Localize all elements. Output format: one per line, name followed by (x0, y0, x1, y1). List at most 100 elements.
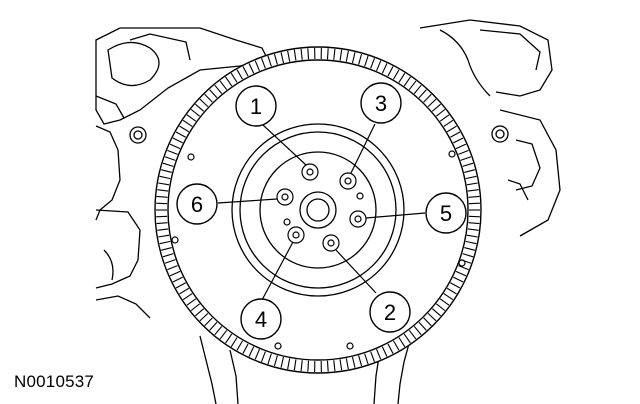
gear-tooth (182, 293, 193, 301)
flywheel-inner-rings (231, 123, 405, 297)
gear-tooth (280, 52, 285, 64)
gear-tooth (261, 351, 266, 363)
gear-tooth (465, 175, 477, 180)
gear-tooth (339, 49, 343, 61)
flywheel-holes (171, 150, 466, 350)
bolt-5 (349, 210, 367, 228)
gear-tooth (364, 353, 369, 365)
gear-tooth (164, 259, 176, 264)
gear-tooth (195, 103, 205, 112)
svg-text:1: 1 (250, 94, 262, 119)
gear-tooth (465, 240, 477, 245)
gear-tooth (468, 195, 480, 198)
gear-tooth (358, 355, 363, 367)
gear-tooth (230, 337, 238, 348)
gear-tooth (326, 360, 329, 372)
gear-tooth (466, 234, 478, 238)
gear-tooth (468, 222, 480, 225)
callout-2: 2 (369, 291, 411, 333)
gear-tooth (267, 353, 272, 365)
gear-tooth (242, 66, 249, 77)
bolt-1 (301, 163, 319, 181)
callout-6: 6 (176, 183, 218, 225)
gear-tooth (345, 358, 349, 370)
gear-tooth (408, 80, 417, 91)
gear-tooth (195, 308, 205, 317)
gear-tooth (157, 189, 169, 192)
gear-tooth (190, 303, 201, 312)
gear-tooth (159, 240, 171, 245)
gear-tooth (159, 175, 171, 180)
gear-tooth (351, 52, 356, 64)
gear-tooth (464, 247, 476, 251)
gear-tooth (169, 270, 181, 277)
gear-tooth (370, 57, 375, 69)
gear-tooth (358, 53, 363, 65)
gear-tooth (287, 50, 291, 62)
gear-tooth (261, 57, 266, 69)
gear-tooth (408, 329, 417, 340)
bolt-4 (287, 226, 305, 244)
gear-tooth (393, 69, 400, 80)
gear-tooth (307, 360, 310, 372)
gear-tooth (458, 149, 469, 155)
gear-tooth (273, 355, 278, 367)
gear-tooth (186, 114, 197, 122)
svg-text:3: 3 (375, 91, 387, 116)
gear-tooth (158, 182, 170, 186)
flywheel-bolts (276, 163, 367, 252)
bolt-6 (276, 188, 294, 206)
gear-tooth (172, 137, 183, 144)
gear-tooth (182, 119, 193, 127)
gear-tooth (300, 48, 303, 60)
gear-tooth (169, 143, 181, 150)
gear-tooth (413, 325, 422, 336)
gear-tooth (160, 169, 172, 173)
gear-tooth (293, 49, 297, 61)
svg-text:4: 4 (255, 307, 267, 332)
gear-tooth (427, 98, 437, 108)
gear-tooth (435, 303, 446, 312)
gear-tooth (175, 131, 186, 138)
gear-tooth (339, 359, 343, 371)
gear-tooth (427, 312, 437, 322)
gear-tooth (443, 293, 454, 301)
gear-tooth (387, 343, 394, 354)
gear-tooth (167, 265, 178, 271)
gear-tooth (423, 317, 432, 327)
gear-tooth (214, 84, 223, 95)
callout-leaders (217, 123, 426, 301)
gear-tooth (280, 356, 285, 368)
mounting-bolt-left (129, 126, 147, 144)
gear-tooth (248, 63, 255, 74)
gear-tooth (443, 119, 454, 127)
gear-tooth (460, 156, 472, 161)
svg-text:5: 5 (440, 201, 452, 226)
gear-tooth (455, 143, 467, 150)
gear-tooth (446, 125, 457, 133)
gear-tooth (293, 359, 297, 371)
gear-tooth (376, 348, 382, 360)
svg-text:6: 6 (191, 192, 203, 217)
gear-tooth (418, 89, 427, 99)
gear-tooth (162, 162, 174, 167)
gear-tooth (376, 60, 382, 72)
bolt-2 (322, 234, 340, 252)
gear-tooth (156, 195, 168, 198)
gear-tooth (398, 337, 406, 348)
gear-tooth (225, 333, 233, 344)
gear-tooth (172, 276, 183, 283)
gear-tooth (162, 253, 174, 258)
gear-tooth (300, 360, 303, 372)
gear-tooth (219, 80, 228, 91)
gear-tooth (453, 137, 464, 144)
gear-tooth (307, 48, 310, 60)
flywheel-ring-gear (154, 46, 482, 374)
gear-tooth (453, 276, 464, 283)
gear-tooth (333, 360, 336, 372)
callout-3: 3 (360, 82, 402, 124)
gear-tooth (254, 348, 260, 360)
gear-tooth (225, 76, 233, 87)
gear-tooth (370, 351, 375, 363)
